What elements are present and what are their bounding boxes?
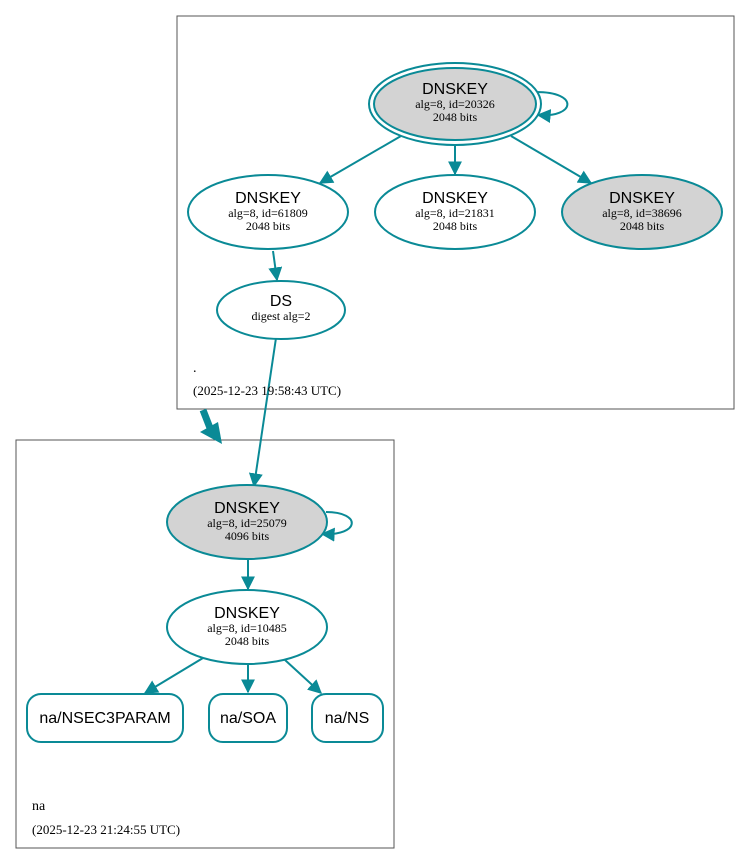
node-dnskey-10485[interactable]: DNSKEY alg=8, id=10485 2048 bits — [166, 589, 328, 665]
zone-name-root: . — [193, 361, 197, 376]
node-detail: alg=8, id=21831 — [415, 206, 495, 220]
node-title: DNSKEY — [609, 190, 675, 207]
edge-ksk-to-61809 — [318, 135, 402, 184]
node-detail: alg=8, id=61809 — [228, 206, 308, 220]
node-detail: alg=8, id=38696 — [602, 206, 682, 220]
rrset-label: na/SOA — [220, 710, 276, 727]
delegation-arrow-shaft — [199, 408, 214, 430]
node-detail: alg=8, id=25079 — [207, 516, 287, 530]
edge-61809-to-ds — [268, 250, 283, 282]
node-detail: 2048 bits — [433, 110, 478, 124]
rrset-ns[interactable]: na/NS — [311, 693, 384, 743]
edge-ksk-to-38696 — [510, 135, 593, 184]
node-title: DNSKEY — [214, 605, 280, 622]
node-detail: alg=8, id=10485 — [207, 621, 287, 635]
node-dnskey-38696[interactable]: DNSKEY alg=8, id=38696 2048 bits — [561, 174, 723, 250]
edge-10485-to-ns — [284, 659, 323, 694]
node-detail: 2048 bits — [433, 219, 478, 233]
edges — [143, 91, 593, 694]
node-detail: 2048 bits — [225, 634, 270, 648]
zone-timestamp-na: (2025-12-23 21:24:55 UTC) — [32, 822, 180, 837]
node-detail: 2048 bits — [246, 219, 291, 233]
edge-ds-to-25079 — [248, 337, 277, 488]
rrset-label: na/NS — [325, 710, 369, 727]
zone-name-na: na — [32, 799, 46, 814]
edge-10485-to-nsec3param — [143, 657, 204, 694]
node-detail: 4096 bits — [225, 529, 270, 543]
node-detail: 2048 bits — [620, 219, 665, 233]
node-title: DNSKEY — [422, 190, 488, 207]
node-title: DNSKEY — [422, 81, 488, 98]
rrset-label: na/NSEC3PARAM — [39, 710, 170, 727]
edge-25079-self — [320, 511, 353, 542]
rrset-nsec3param[interactable]: na/NSEC3PARAM — [26, 693, 184, 743]
node-dnskey-21831[interactable]: DNSKEY alg=8, id=21831 2048 bits — [374, 174, 536, 250]
node-title: DS — [270, 293, 292, 310]
zone-timestamp-root: (2025-12-23 19:58:43 UTC) — [193, 383, 341, 398]
node-dnskey-61809[interactable]: DNSKEY alg=8, id=61809 2048 bits — [187, 174, 349, 250]
node-dnskey-25079[interactable]: DNSKEY alg=8, id=25079 4096 bits — [166, 484, 328, 560]
rrset-soa[interactable]: na/SOA — [208, 693, 288, 743]
node-ds[interactable]: DS digest alg=2 — [216, 280, 346, 340]
node-detail: alg=8, id=20326 — [415, 97, 495, 111]
edge-ksk-self — [535, 91, 569, 123]
delegation-arrow-head — [200, 422, 222, 444]
node-title: DNSKEY — [235, 190, 301, 207]
node-title: DNSKEY — [214, 500, 280, 517]
node-dnskey-20326[interactable]: DNSKEY alg=8, id=20326 2048 bits — [368, 62, 542, 146]
node-detail: digest alg=2 — [251, 309, 310, 323]
